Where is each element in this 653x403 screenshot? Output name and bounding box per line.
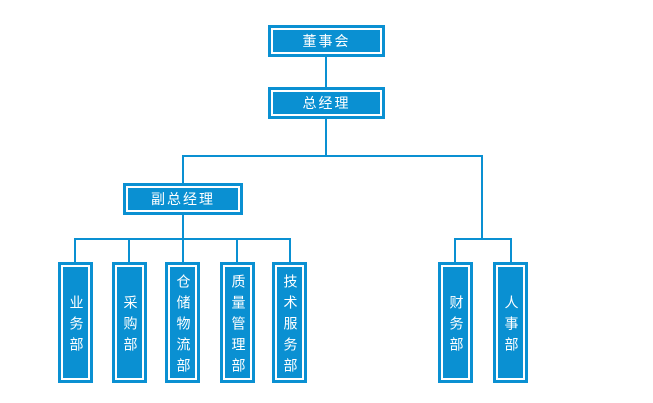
node-label: 技术服务部 [281,273,298,379]
node-hr-dept: 人事部 [493,262,528,383]
node-warehouse-logistics-dept: 仓储物流部 [165,262,200,383]
node-label: 人事部 [502,294,519,358]
node-label: 财务部 [447,294,464,358]
node-label: 仓储物流部 [174,273,191,379]
connector-to-purchasing [128,238,130,262]
connector-gm-down [325,119,327,156]
connector-to-warehouse [182,238,184,262]
connector-gm-branch-bar [182,155,483,157]
connector-deputy-gm-down [182,215,184,240]
node-purchasing-dept: 采购部 [112,262,147,383]
connector-to-hr [510,238,512,262]
connector-to-business [74,238,76,262]
node-finance-dept: 财务部 [438,262,473,383]
connector-to-quality [236,238,238,262]
connector-to-techsvc [289,238,291,262]
connector-right-branch-bar [454,238,512,240]
connector-right-branch-down [481,155,483,240]
node-business-dept: 业务部 [58,262,93,383]
node-label: 董事会 [302,34,351,50]
node-general-manager: 总经理 [268,87,385,119]
node-technical-service-dept: 技术服务部 [272,262,307,383]
connector-to-finance [454,238,456,262]
node-board-of-directors: 董事会 [268,25,385,57]
node-label: 业务部 [67,294,84,358]
node-label: 总经理 [302,96,351,112]
node-label: 副总经理 [151,192,215,208]
node-quality-management-dept: 质量管理部 [220,262,255,383]
connector-board-to-gm [325,56,327,87]
node-label: 采购部 [121,294,138,358]
node-deputy-general-manager: 副总经理 [123,183,243,215]
connector-to-deputy-gm [182,155,184,183]
node-label: 质量管理部 [229,273,246,379]
